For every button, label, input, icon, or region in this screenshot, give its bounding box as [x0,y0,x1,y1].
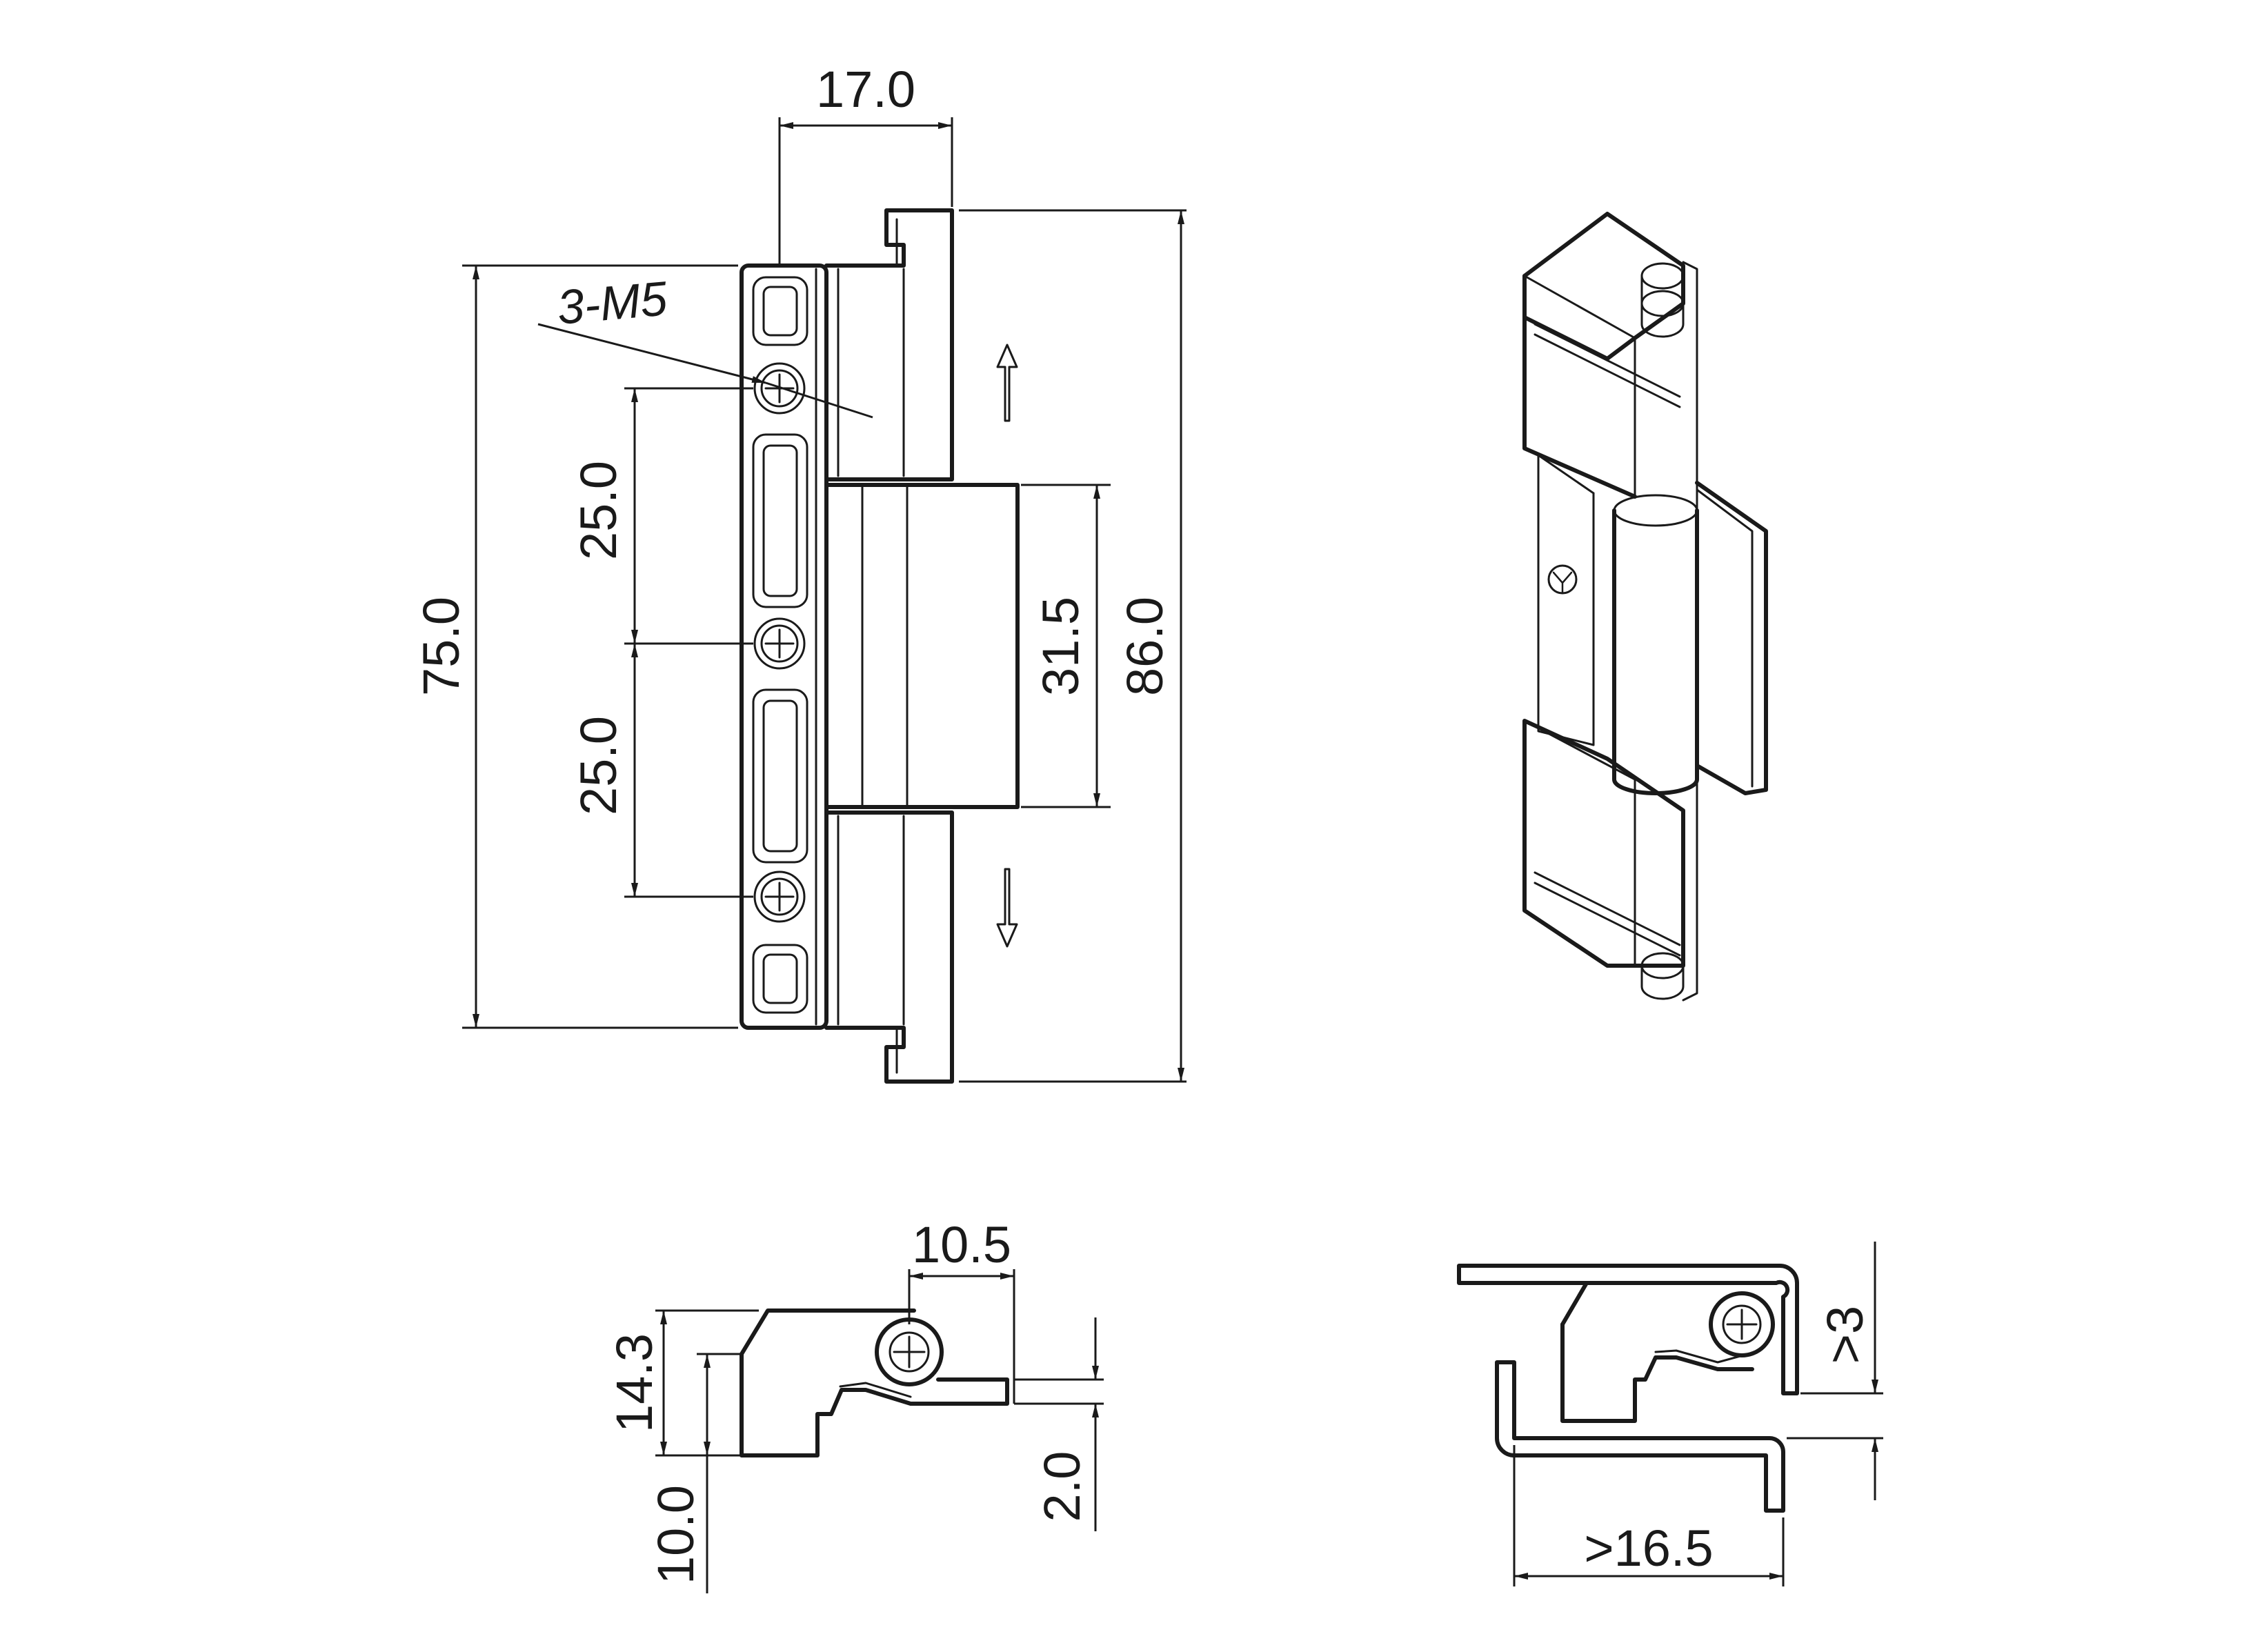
center-knuckle [824,483,1020,809]
dim-total-height: 86.0 [1116,597,1173,696]
down-arrow-icon [996,868,1018,948]
dim-base-height: 10.0 [647,1485,704,1584]
upper-knuckle [824,208,954,481]
screw-holes [753,362,806,923]
dim-height: 14.3 [606,1333,663,1433]
lower-knuckle [824,810,954,1084]
logo-icon [1547,564,1578,595]
dim-gap: >3 [1816,1306,1874,1364]
thread-note: 3-M5 [555,271,671,335]
dim-pin-offset: 10.5 [912,1216,1011,1273]
dim-hole-pitch-upper: 25.0 [570,461,627,560]
dim-overall-height: 75.0 [413,597,470,696]
dim-width-top: 17.0 [816,61,915,118]
section-view-b: >3 >16.5 [1457,1242,1883,1586]
dim-width: >16.5 [1584,1520,1713,1577]
front-view: 3-M5 17.0 75.0 86.0 31.5 25.0 25.0 [413,61,1187,1084]
up-arrow-icon [996,344,1018,422]
dim-plate-thickness: 2.0 [1033,1451,1091,1522]
isometric-view [1522,212,1768,1002]
section-view-a: 10.5 14.3 10.0 2.0 [606,1216,1104,1593]
mounting-slots [752,276,808,1014]
dim-center-height: 31.5 [1032,597,1089,696]
dim-hole-pitch-lower: 25.0 [570,716,627,815]
